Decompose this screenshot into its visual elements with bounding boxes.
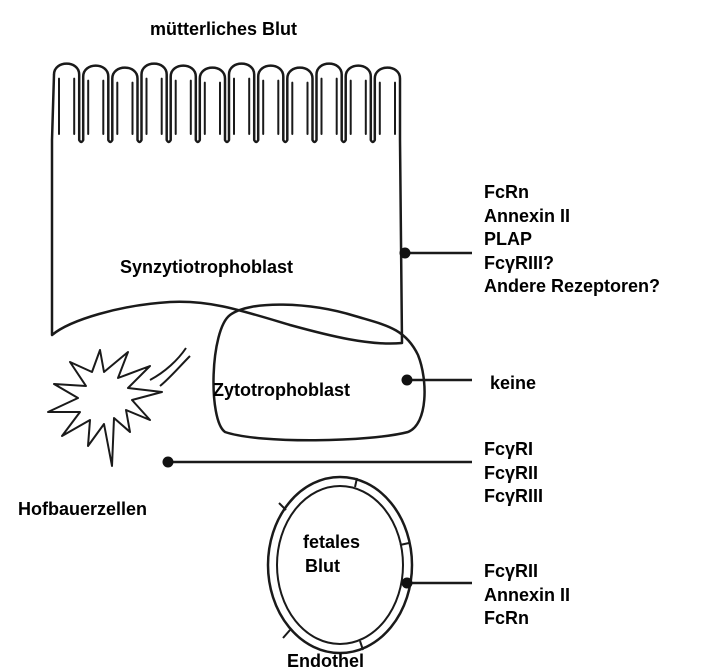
receptor-list-endothel: FcγRII Annexin II FcRn [484, 560, 570, 631]
receptor-item: FcRn [484, 181, 660, 205]
hofbauer-process [150, 348, 190, 386]
connector-syncytiotrophoblast [400, 248, 473, 259]
endothel-label: Endothel [287, 652, 364, 670]
vessel-inner-wall [277, 486, 403, 644]
cytotrophoblast-cell [214, 305, 425, 441]
maternal-blood-label: mütterliches Blut [150, 20, 297, 38]
receptor-list-syncytiotrophoblast: FcRn Annexin II PLAP FcγRIII? Andere Rez… [484, 181, 660, 299]
receptor-item: FcγRIII? [484, 252, 660, 276]
receptor-item: Annexin II [484, 584, 570, 608]
receptor-item: FcγRII [484, 560, 570, 584]
vessel-outer-wall [268, 477, 412, 653]
hofbauer-cell [48, 350, 162, 466]
receptor-item: FcγRI [484, 438, 543, 462]
receptor-item: Andere Rezeptoren? [484, 275, 660, 299]
receptor-item: PLAP [484, 228, 660, 252]
syncytiotrophoblast-outline [52, 64, 402, 344]
receptor-item: FcγRIII [484, 485, 543, 509]
cytotrophoblast-label: Zytotrophoblast [213, 381, 350, 399]
receptor-item: FcRn [484, 607, 570, 631]
receptor-item: FcγRII [484, 462, 543, 486]
fetal-blood-label-line1: fetales [303, 533, 360, 551]
connector-hofbauer [163, 457, 473, 468]
receptor-list-cytotrophoblast: keine [490, 372, 536, 396]
hofbauer-label: Hofbauerzellen [18, 500, 147, 518]
connector-cytotrophoblast [402, 375, 473, 386]
receptor-item: keine [490, 372, 536, 396]
receptor-item: Annexin II [484, 205, 660, 229]
receptor-list-hofbauer: FcγRI FcγRII FcγRIII [484, 438, 543, 509]
syncytiotrophoblast-label: Synzytiotrophoblast [120, 258, 293, 276]
fetal-blood-label-line2: Blut [305, 557, 340, 575]
